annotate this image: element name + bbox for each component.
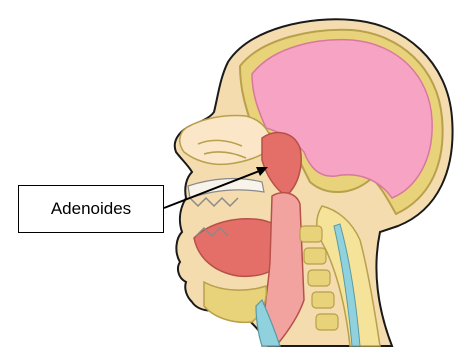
adenoides-label: Adenoides: [18, 185, 164, 233]
adenoides-label-text: Adenoides: [51, 199, 131, 219]
nasal-cavity: [180, 116, 272, 165]
